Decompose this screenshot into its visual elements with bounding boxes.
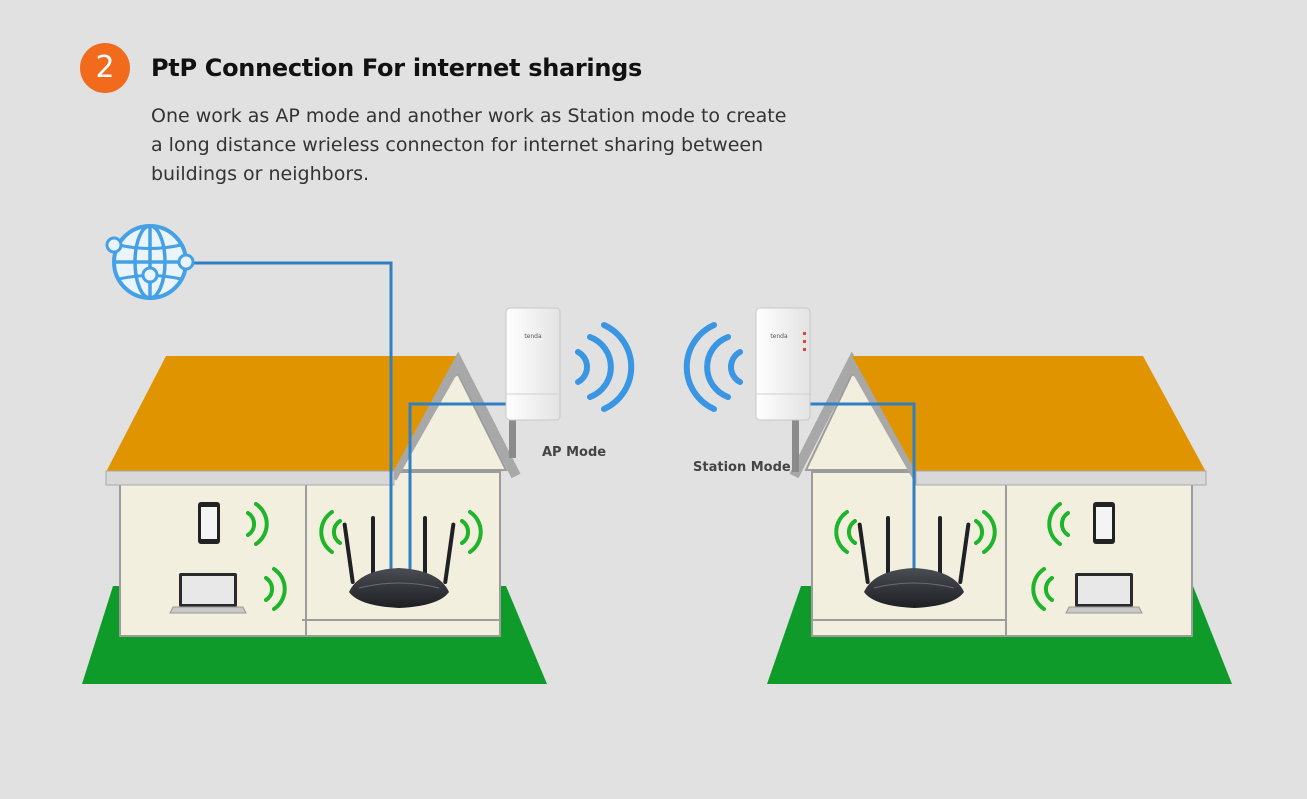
smartphone-icon <box>1093 502 1115 544</box>
wifi-signal-icon <box>575 322 635 412</box>
station-pole <box>792 420 799 472</box>
section-description: One work as AP mode and another work as … <box>151 102 791 189</box>
right-roof <box>852 356 1206 472</box>
right-building <box>767 351 1232 684</box>
cpe-brand-label: tenda <box>524 333 542 340</box>
station-mode-label: Station Mode <box>693 460 791 475</box>
step-number-badge: 2 <box>80 43 130 93</box>
section-title: PtP Connection For internet sharings <box>151 54 642 82</box>
laptop-icon <box>169 572 247 614</box>
outdoor-cpe-icon: tenda <box>755 307 811 421</box>
ethernet-cables <box>190 261 916 585</box>
outdoor-cpe-icon: tenda <box>505 307 561 421</box>
description-line-2: a long distance wrieless connecton for i… <box>151 134 764 156</box>
wifi-signal-icon <box>683 322 743 412</box>
left-roof <box>106 356 456 472</box>
ap-mode-label: AP Mode <box>542 445 607 460</box>
description-line-1: One work as AP mode and another work as … <box>151 105 787 127</box>
description-line-3: buildings or neighbors. <box>151 163 370 185</box>
cpe-brand-label: tenda <box>770 333 788 340</box>
smartphone-icon <box>198 502 220 544</box>
ap-pole <box>509 420 516 458</box>
globe-icon <box>105 224 195 300</box>
laptop-icon <box>1065 572 1143 614</box>
